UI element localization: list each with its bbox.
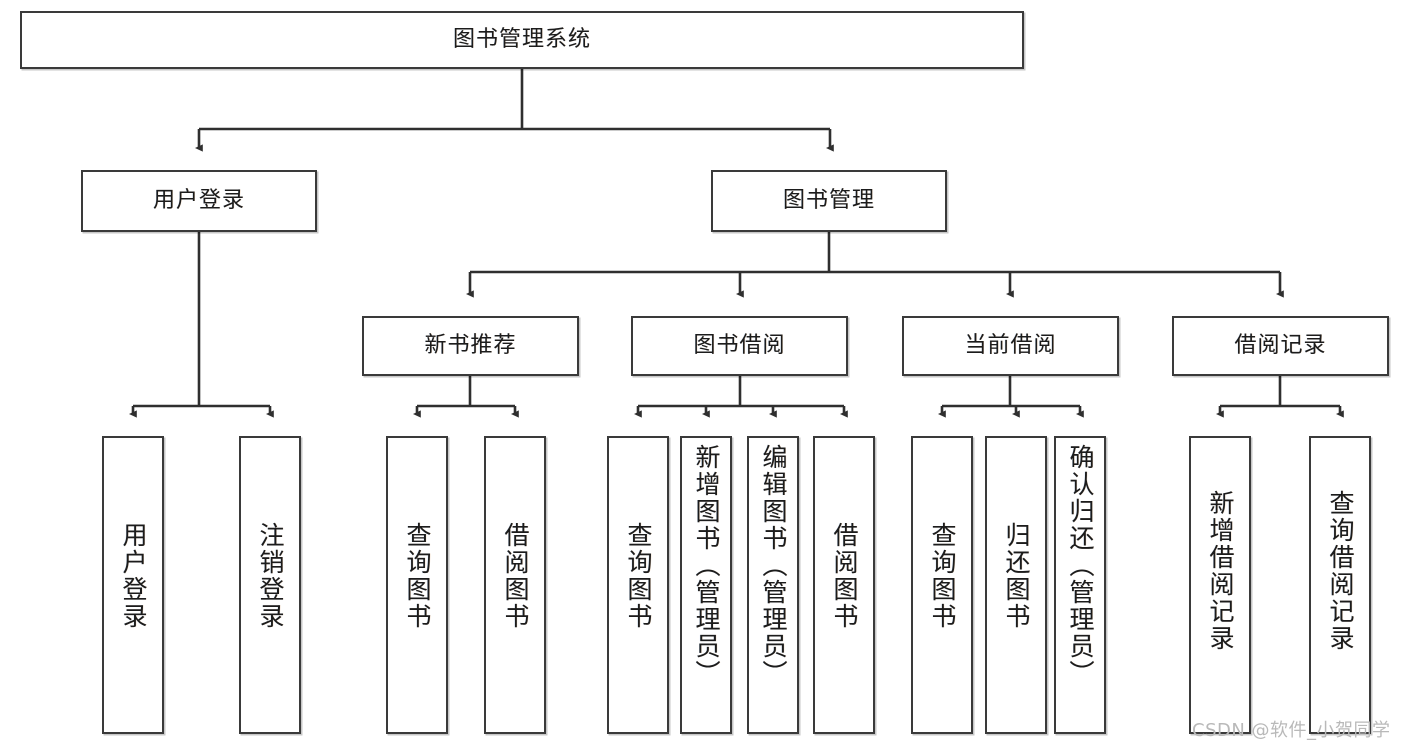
node-label: 查询借阅记录 bbox=[1326, 490, 1355, 652]
node-label: 确认归还（管理员） bbox=[1066, 444, 1095, 687]
node-leaf-query-book-borrow[interactable]: 查询图书 bbox=[607, 436, 669, 734]
node-label: 图书管理 bbox=[782, 187, 875, 213]
node-user-login[interactable]: 用户登录 bbox=[81, 170, 317, 232]
node-label: 新书推荐 bbox=[424, 332, 517, 358]
node-leaf-logout[interactable]: 注销登录 bbox=[239, 436, 301, 734]
node-label: 用户登录 bbox=[119, 522, 148, 630]
node-label: 借阅图书 bbox=[830, 522, 859, 630]
csdn-watermark: CSDN @软件_小贺同学 bbox=[1192, 720, 1391, 741]
node-label: 借阅图书 bbox=[501, 522, 530, 630]
node-label: 借阅记录 bbox=[1234, 332, 1327, 358]
node-leaf-query-book-current[interactable]: 查询图书 bbox=[911, 436, 973, 734]
node-leaf-return-book[interactable]: 归还图书 bbox=[985, 436, 1047, 734]
node-label: 当前借阅 bbox=[964, 332, 1057, 358]
node-leaf-borrow-book[interactable]: 借阅图书 bbox=[813, 436, 875, 734]
node-label: 图书管理系统 bbox=[452, 26, 591, 52]
node-current-borrow[interactable]: 当前借阅 bbox=[902, 316, 1119, 376]
node-leaf-confirm-return-admin[interactable]: 确认归还（管理员） bbox=[1054, 436, 1106, 734]
node-label: 新增借阅记录 bbox=[1206, 490, 1235, 652]
node-leaf-query-book-recommend[interactable]: 查询图书 bbox=[386, 436, 448, 734]
node-label: 注销登录 bbox=[256, 522, 285, 630]
node-leaf-add-book-admin[interactable]: 新增图书（管理员） bbox=[680, 436, 732, 734]
node-label: 查询图书 bbox=[403, 522, 432, 630]
node-root-system[interactable]: 图书管理系统 bbox=[20, 11, 1024, 69]
node-label: 编辑图书（管理员） bbox=[759, 444, 788, 687]
node-label: 归还图书 bbox=[1002, 522, 1031, 630]
node-label: 查询图书 bbox=[624, 522, 653, 630]
node-leaf-add-borrow-record[interactable]: 新增借阅记录 bbox=[1189, 436, 1251, 734]
node-book-management[interactable]: 图书管理 bbox=[711, 170, 947, 232]
node-borrow-record[interactable]: 借阅记录 bbox=[1172, 316, 1389, 376]
node-label: 查询图书 bbox=[928, 522, 957, 630]
node-leaf-borrow-book-recommend[interactable]: 借阅图书 bbox=[484, 436, 546, 734]
node-leaf-edit-book-admin[interactable]: 编辑图书（管理员） bbox=[747, 436, 799, 734]
node-book-borrow[interactable]: 图书借阅 bbox=[631, 316, 848, 376]
node-leaf-query-borrow-record[interactable]: 查询借阅记录 bbox=[1309, 436, 1371, 734]
node-leaf-user-login[interactable]: 用户登录 bbox=[102, 436, 164, 734]
node-label: 图书借阅 bbox=[693, 332, 786, 358]
node-label: 新增图书（管理员） bbox=[692, 444, 721, 687]
node-new-book-recommend[interactable]: 新书推荐 bbox=[362, 316, 579, 376]
node-label: 用户登录 bbox=[152, 187, 245, 213]
